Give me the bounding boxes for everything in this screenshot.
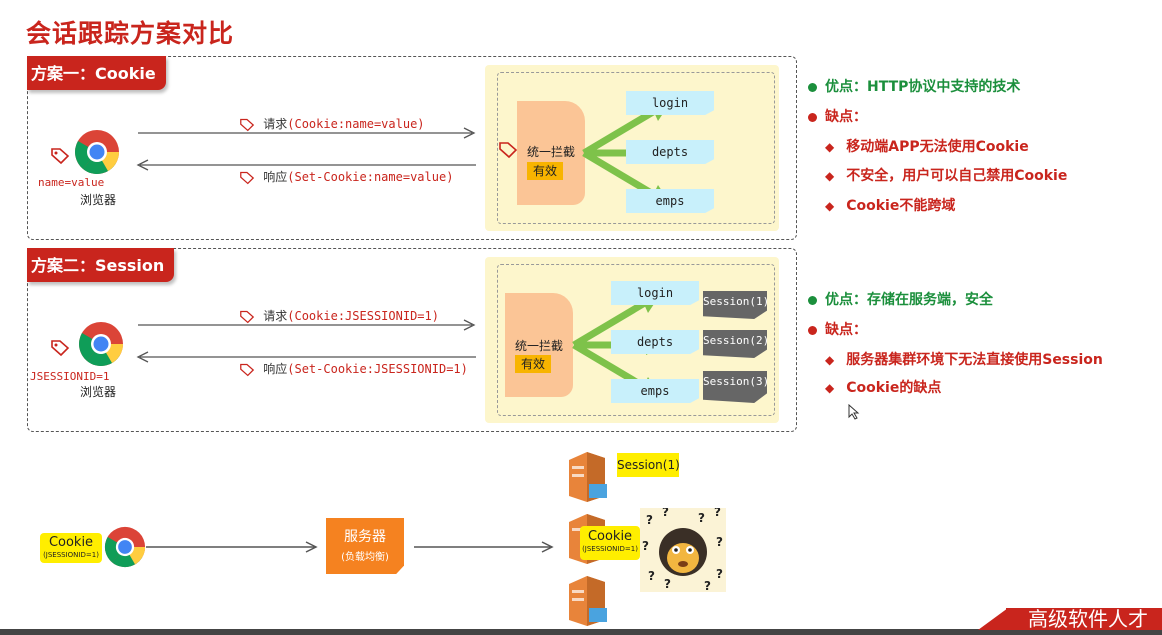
chrome-icon bbox=[104, 526, 146, 568]
response-arrow bbox=[136, 159, 476, 171]
response-label: 响应(Set-Cookie:JSESSIONID=1) bbox=[238, 360, 468, 377]
scheme1-cons-title: 缺点： bbox=[808, 106, 867, 126]
chrome-icon bbox=[79, 322, 123, 366]
response-prefix: 响应 bbox=[263, 362, 288, 376]
scheme2-tag: 方案二：Session bbox=[27, 248, 175, 282]
server-icon bbox=[569, 452, 607, 502]
svg-text:?: ? bbox=[714, 508, 721, 519]
response-code: (Set-Cookie:name=value) bbox=[287, 170, 454, 184]
scheme1-con-item: ◆不安全，用户可以自己禁用Cookie bbox=[825, 168, 1068, 184]
server-session-tag: Session(1) bbox=[617, 453, 680, 477]
svg-text:?: ? bbox=[648, 569, 655, 583]
request-code: (Cookie:name=value) bbox=[287, 117, 425, 131]
scheme1-pros-text: 优点：HTTP协议中支持的技术 bbox=[825, 79, 1021, 95]
response-label: 响应(Set-Cookie:name=value) bbox=[238, 168, 453, 185]
request-prefix: 请求 bbox=[263, 117, 288, 131]
intercept-label: 统一拦截 bbox=[514, 339, 563, 353]
session-block: Session(1) bbox=[703, 291, 767, 319]
page-title: 会话跟踪方案对比 bbox=[26, 19, 235, 48]
scheme2-panel: 方案二：Session JSESSIONID=1 浏览器 请求(Cookie:J… bbox=[27, 248, 797, 432]
valid-badge: 有效 bbox=[527, 162, 563, 180]
load-balancer-label: 服务器 bbox=[344, 529, 386, 545]
cookie-tag-sub: (JSESSIONID=1) bbox=[43, 551, 99, 559]
tag-icon bbox=[499, 142, 518, 159]
scheme1-con-item: ◆移动端APP无法使用Cookie bbox=[825, 139, 1029, 155]
forward-arrow bbox=[414, 541, 554, 553]
response-prefix: 响应 bbox=[263, 170, 288, 184]
browser-label: 浏览器 bbox=[80, 385, 117, 399]
bottom-banner: 高级软件人才 bbox=[1006, 608, 1162, 630]
banner-wedge bbox=[978, 608, 1008, 630]
scheme1-con-item: ◆Cookie不能跨域 bbox=[825, 198, 956, 214]
bottom-bar bbox=[0, 629, 1162, 635]
scheme2-cons-title: 缺点： bbox=[808, 319, 867, 339]
route-emps: emps bbox=[626, 189, 714, 213]
route-login: login bbox=[626, 91, 714, 115]
scheme1-panel: 方案一：Cookie name=value 浏览器 请求(Cookie:name… bbox=[27, 56, 797, 240]
tag-icon bbox=[51, 340, 70, 357]
scheme2-con-text: Cookie的缺点 bbox=[846, 380, 942, 396]
load-balancer-box: 服务器 (负载均衡) bbox=[326, 518, 404, 574]
intercept-label: 统一拦截 bbox=[526, 145, 575, 159]
chrome-icon bbox=[75, 130, 119, 174]
middle-cookie-tag: Cookie (JSESSIONID=1) bbox=[580, 526, 640, 560]
svg-text:?: ? bbox=[704, 579, 711, 592]
scheme1-cons-title-text: 缺点： bbox=[825, 109, 867, 125]
scheme1-con-text: 不安全，用户可以自己禁用Cookie bbox=[846, 168, 1068, 184]
request-arrow bbox=[146, 541, 318, 553]
svg-text:?: ? bbox=[642, 539, 649, 553]
request-code: (Cookie:JSESSIONID=1) bbox=[287, 309, 439, 323]
session-block: Session(3) bbox=[703, 371, 767, 403]
middle-cookie-sub: (JSESSIONID=1) bbox=[582, 545, 638, 553]
scheme1-pros: 优点：HTTP协议中支持的技术 bbox=[808, 76, 1020, 96]
scheme2-pros: 优点：存储在服务端，安全 bbox=[808, 289, 993, 309]
route-emps: emps bbox=[611, 379, 699, 403]
load-balancer-sub: (负载均衡) bbox=[341, 552, 389, 563]
server-area-inner bbox=[497, 72, 775, 224]
scheme2-con-text: 服务器集群环境下无法直接使用Session bbox=[846, 352, 1103, 368]
confused-monkey-icon: ???? ???? ?? bbox=[640, 508, 726, 592]
cookie-tag: Cookie (JSESSIONID=1) bbox=[40, 533, 102, 563]
valid-badge: 有效 bbox=[515, 355, 551, 373]
response-arrow bbox=[136, 351, 476, 363]
route-depts: depts bbox=[626, 140, 714, 164]
route-login: login bbox=[611, 281, 699, 305]
scheme1-tag: 方案一：Cookie bbox=[27, 56, 166, 90]
server-icon bbox=[569, 576, 607, 626]
tag-icon bbox=[240, 118, 255, 131]
request-label: 请求(Cookie:JSESSIONID=1) bbox=[238, 307, 439, 324]
tag-icon bbox=[51, 148, 70, 165]
mouse-cursor-icon bbox=[848, 404, 860, 420]
request-arrow bbox=[138, 127, 476, 139]
middle-cookie-label: Cookie bbox=[587, 529, 633, 544]
request-label: 请求(Cookie:name=value) bbox=[238, 115, 425, 132]
browser-cookie-value: name=value bbox=[38, 176, 105, 189]
svg-text:?: ? bbox=[716, 567, 723, 581]
cookie-tag-label: Cookie bbox=[48, 535, 94, 550]
scheme1-con-text: 移动端APP无法使用Cookie bbox=[846, 139, 1029, 155]
tag-icon bbox=[240, 363, 255, 376]
svg-text:?: ? bbox=[664, 577, 671, 591]
browser-label: 浏览器 bbox=[80, 193, 117, 207]
route-depts: depts bbox=[611, 330, 699, 354]
svg-text:?: ? bbox=[662, 508, 669, 519]
tag-icon bbox=[240, 310, 255, 323]
scheme2-con-item: ◆Cookie的缺点 bbox=[825, 380, 942, 396]
server-area-inner bbox=[497, 264, 775, 416]
intercept-box: 统一拦截 有效 bbox=[505, 293, 573, 397]
svg-text:?: ? bbox=[698, 511, 705, 525]
tag-icon bbox=[240, 171, 255, 184]
svg-text:?: ? bbox=[716, 535, 723, 549]
intercept-box: 统一拦截 有效 bbox=[517, 101, 585, 205]
scheme1-con-text: Cookie不能跨域 bbox=[846, 198, 956, 214]
request-prefix: 请求 bbox=[263, 309, 288, 323]
scheme2-cons-title-text: 缺点： bbox=[825, 322, 867, 338]
browser-session-value: JSESSIONID=1 bbox=[30, 370, 110, 383]
session-block: Session(2) bbox=[703, 330, 767, 358]
svg-text:?: ? bbox=[646, 513, 653, 527]
response-code: (Set-Cookie:JSESSIONID=1) bbox=[287, 362, 468, 376]
scheme2-pros-text: 优点：存储在服务端，安全 bbox=[825, 292, 993, 308]
request-arrow bbox=[138, 319, 476, 331]
scheme2-con-item: ◆服务器集群环境下无法直接使用Session bbox=[825, 352, 1103, 368]
